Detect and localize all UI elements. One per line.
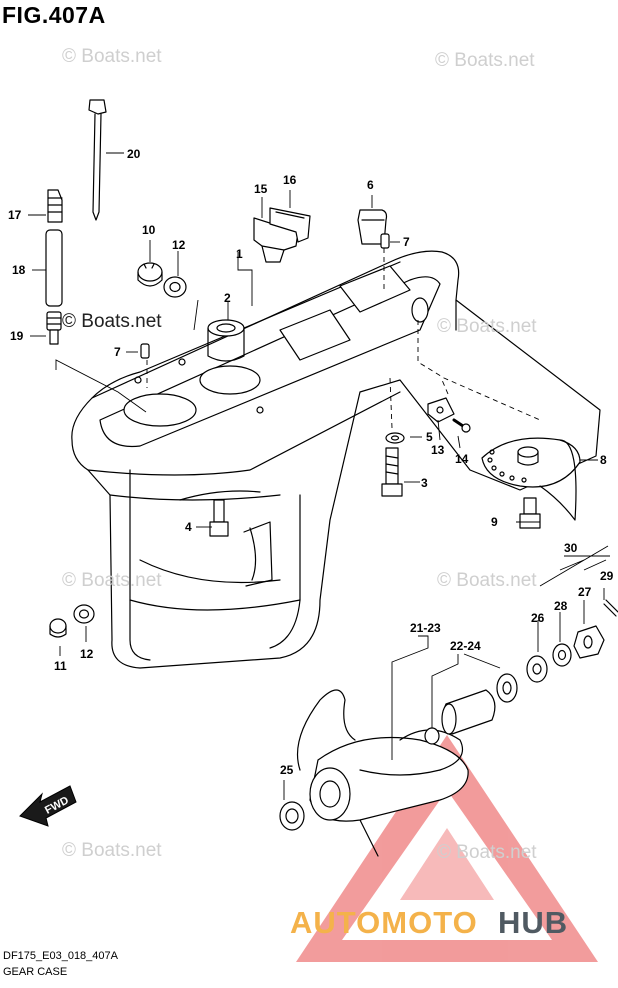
callout-25: 25 xyxy=(280,763,294,777)
anode-cover-part-16 xyxy=(269,207,311,243)
watermark: © Boats.net xyxy=(437,570,537,591)
bushing-part-25 xyxy=(279,801,305,831)
bolt-part-3 xyxy=(381,447,403,497)
callout-14: 14 xyxy=(455,452,469,466)
pin-part-7-upper xyxy=(380,233,390,249)
tube-part-18 xyxy=(45,229,63,307)
callout-8: 8 xyxy=(600,453,607,467)
screw-part-14 xyxy=(452,418,471,433)
cap-part-6 xyxy=(357,209,388,245)
fwd-direction-arrow: FWD xyxy=(19,785,77,827)
cable-tie-part-20 xyxy=(88,99,107,221)
callout-6: 6 xyxy=(367,178,374,192)
callout-15: 15 xyxy=(254,182,268,196)
callout-27: 27 xyxy=(578,585,592,599)
callout-28: 28 xyxy=(554,599,568,613)
callout-12-upper: 12 xyxy=(172,238,186,252)
spacer-part-22-24 xyxy=(424,689,496,745)
dashed-assembly-lines xyxy=(146,248,541,429)
callout-5: 5 xyxy=(426,430,433,444)
callout-3: 3 xyxy=(421,476,428,490)
watermark: © Boats.net xyxy=(437,316,537,337)
callout-22-24: 22-24 xyxy=(450,639,481,653)
nipple-part-19 xyxy=(46,311,62,345)
callout-7-left: 7 xyxy=(114,345,121,359)
washer-part-26 xyxy=(526,655,548,683)
watermark: © Boats.net xyxy=(62,570,162,591)
propeller-part-21-23 xyxy=(296,689,469,857)
callout-10: 10 xyxy=(142,223,156,237)
figure-code: DF175_E03_018_407A xyxy=(3,950,118,962)
bolt-part-9 xyxy=(519,497,541,529)
callout-4: 4 xyxy=(185,520,192,534)
gear-case-housing-part-1 xyxy=(71,250,601,669)
cotter-pin-part-29 xyxy=(603,599,618,617)
callout-29: 29 xyxy=(600,569,614,583)
callout-2: 2 xyxy=(224,291,231,305)
plug-part-10 xyxy=(137,262,163,287)
callout-13: 13 xyxy=(431,443,445,457)
block-part-13 xyxy=(427,397,455,423)
callout-30: 30 xyxy=(564,541,578,555)
nut-part-27 xyxy=(573,625,605,659)
callout-16: 16 xyxy=(283,173,297,187)
callout-19: 19 xyxy=(10,329,24,343)
thrust-washer-part-22-24 xyxy=(496,673,518,703)
watermark: © Boats.net xyxy=(62,311,162,332)
callout-9: 9 xyxy=(491,515,498,529)
bushing-part-2 xyxy=(207,319,245,362)
callout-18: 18 xyxy=(12,263,26,277)
trim-tab-part-8 xyxy=(481,437,581,521)
watermark: © Boats.net xyxy=(62,46,162,67)
tube-end-part-17 xyxy=(47,189,63,223)
pin-part-7-left xyxy=(140,343,150,359)
callout-17: 17 xyxy=(8,208,22,222)
callout-12-lower: 12 xyxy=(80,647,94,661)
washer-part-5 xyxy=(385,432,405,444)
figure-title: FIG.407A xyxy=(2,2,106,28)
callout-1: 1 xyxy=(236,247,243,261)
brand-text-hub: HUB xyxy=(498,905,569,940)
bolt-part-4 xyxy=(209,499,229,537)
washer-part-28 xyxy=(552,643,572,667)
gasket-part-12-lower xyxy=(73,604,95,624)
watermark: © Boats.net xyxy=(437,842,537,863)
plug-part-11 xyxy=(49,618,67,638)
callout-7-upper: 7 xyxy=(403,235,410,249)
figure-name: GEAR CASE xyxy=(3,966,68,978)
callout-21-23: 21-23 xyxy=(410,621,441,635)
brand-text-automoto: AUTOMOTO xyxy=(290,905,478,940)
leader-lines xyxy=(28,152,610,800)
callout-11: 11 xyxy=(54,659,67,673)
housing-cavities xyxy=(123,265,411,427)
watermark: © Boats.net xyxy=(62,840,162,861)
gasket-part-12-upper xyxy=(163,276,187,298)
callout-26: 26 xyxy=(531,611,545,625)
watermark: © Boats.net xyxy=(435,50,535,71)
callout-20: 20 xyxy=(127,147,141,161)
